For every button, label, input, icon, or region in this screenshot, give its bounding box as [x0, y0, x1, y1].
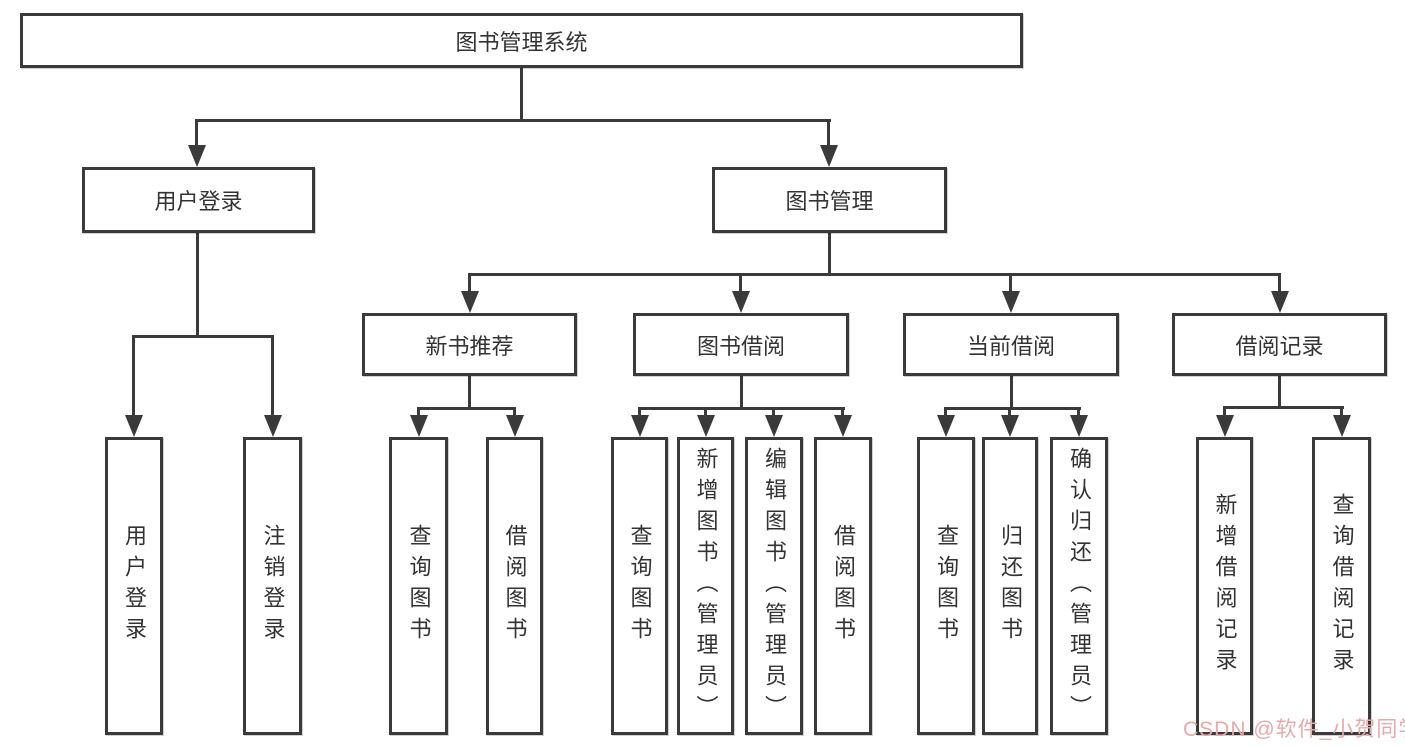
- connector-book-borrow-split: [638, 407, 845, 410]
- node-label: 借阅记录: [1235, 333, 1324, 359]
- arrow-new-book-child-1: [410, 407, 428, 437]
- arrow-to-user-login: [188, 119, 206, 167]
- node-query-books-1: 查询图书: [389, 437, 448, 735]
- connector-borrow-records-stem: [1278, 376, 1281, 406]
- node-query-books-2: 查询图书: [611, 437, 668, 735]
- connector-current-borrow-split: [944, 407, 1081, 410]
- node-borrow-records: 借阅记录: [1172, 313, 1387, 376]
- connector-root-stem: [520, 68, 523, 119]
- node-logout-leaf: 注销登录: [243, 437, 302, 735]
- node-query-books-3: 查询图书: [917, 437, 975, 735]
- node-book-borrow: 图书借阅: [633, 313, 849, 376]
- arrow-to-book-management: [820, 119, 838, 167]
- node-label: 编辑图书（管理员）: [762, 446, 787, 726]
- arrowhead-icon: [1002, 291, 1020, 313]
- arrowhead-icon: [1271, 291, 1289, 313]
- arrow-book-borrow-child-4: [834, 407, 852, 437]
- node-library-management-system: 图书管理系统: [20, 13, 1023, 68]
- arrow-borrow-records-child-1: [1216, 406, 1234, 437]
- node-label: 确认归还（管理员）: [1067, 446, 1092, 726]
- arrow-to-book-borrow: [732, 273, 750, 313]
- node-label: 图书管理: [785, 189, 874, 214]
- connector-book-borrow-stem: [740, 376, 743, 407]
- node-current-borrow: 当前借阅: [903, 313, 1119, 376]
- connector-book-management-split: [468, 273, 1281, 276]
- node-borrow-books-2: 借阅图书: [814, 437, 872, 735]
- arrowhead-icon: [1070, 415, 1088, 437]
- arrowhead-icon: [631, 415, 649, 437]
- arrowhead-icon: [732, 291, 750, 313]
- arrowhead-icon: [506, 415, 524, 437]
- arrowhead-icon: [765, 415, 783, 437]
- arrowhead-icon: [461, 291, 479, 313]
- node-label: 查询图书: [627, 524, 653, 648]
- node-label: 新书推荐: [425, 333, 514, 359]
- arrowhead-icon: [1001, 415, 1019, 437]
- arrowhead-icon: [834, 415, 852, 437]
- connector-user-login-split: [132, 335, 274, 338]
- arrowhead-icon: [937, 415, 955, 437]
- node-label: 用户登录: [122, 524, 147, 648]
- connector-current-borrow-stem: [1010, 376, 1013, 407]
- node-borrow-books-1: 借阅图书: [486, 437, 543, 735]
- node-label: 图书管理系统: [455, 29, 588, 55]
- arrow-borrow-records-child-2: [1333, 406, 1351, 437]
- node-label: 注销登录: [260, 524, 286, 648]
- arrow-to-new-book: [461, 273, 479, 313]
- node-label: 归还图书: [998, 524, 1023, 648]
- connector-borrow-records-split: [1223, 406, 1344, 409]
- node-return-books: 归还图书: [982, 437, 1038, 735]
- arrow-to-current-borrow: [1002, 273, 1020, 313]
- node-label: 查询图书: [406, 524, 432, 648]
- arrow-current-borrow-child-1: [937, 407, 955, 437]
- arrowhead-icon: [188, 145, 206, 167]
- connector-new-book-split: [417, 407, 516, 410]
- node-label: 查询借阅记录: [1329, 493, 1355, 679]
- node-label: 用户登录: [154, 189, 243, 214]
- connector-root-split: [196, 119, 831, 122]
- node-confirm-return-admin: 确认归还（管理员）: [1050, 437, 1108, 735]
- node-book-management: 图书管理: [712, 167, 947, 233]
- arrow-book-borrow-child-3: [765, 407, 783, 437]
- arrowhead-icon: [1216, 415, 1234, 437]
- arrowhead-icon: [697, 415, 715, 437]
- arrow-to-user-login-child: [125, 335, 143, 437]
- node-edit-books-admin: 编辑图书（管理员）: [745, 437, 803, 735]
- node-user-login: 用户登录: [82, 167, 315, 233]
- arrow-to-borrow-records: [1271, 273, 1289, 313]
- connector-book-management-stem: [828, 233, 831, 273]
- connector-user-login-stem: [196, 233, 199, 335]
- node-add-books-admin: 新增图书（管理员）: [677, 437, 734, 735]
- node-label: 借阅图书: [502, 524, 528, 648]
- arrow-to-logout-child: [264, 335, 282, 437]
- arrowhead-icon: [820, 145, 838, 167]
- node-new-book-recommend: 新书推荐: [362, 313, 577, 376]
- connector-new-book-stem: [468, 376, 471, 407]
- node-label: 当前借阅: [966, 333, 1055, 359]
- arrowhead-icon: [410, 415, 428, 437]
- arrow-book-borrow-child-2: [697, 407, 715, 437]
- arrow-book-borrow-child-1: [631, 407, 649, 437]
- node-label: 查询图书: [934, 524, 959, 648]
- arrow-new-book-child-2: [506, 407, 524, 437]
- node-user-login-leaf: 用户登录: [105, 437, 163, 735]
- node-label: 借阅图书: [831, 524, 856, 648]
- arrowhead-icon: [264, 415, 282, 437]
- node-label: 新增借阅记录: [1212, 493, 1238, 679]
- arrowhead-icon: [1333, 415, 1351, 437]
- node-query-borrow-record: 查询借阅记录: [1312, 437, 1371, 735]
- arrow-current-borrow-child-2: [1001, 407, 1019, 437]
- csdn-watermark: CSDN @软件_小贺同学: [1183, 718, 1405, 741]
- node-label: 图书借阅: [696, 333, 785, 359]
- node-add-borrow-record: 新增借阅记录: [1196, 437, 1253, 735]
- node-label: 新增图书（管理员）: [693, 446, 719, 726]
- arrowhead-icon: [125, 415, 143, 437]
- arrow-current-borrow-child-3: [1070, 407, 1088, 437]
